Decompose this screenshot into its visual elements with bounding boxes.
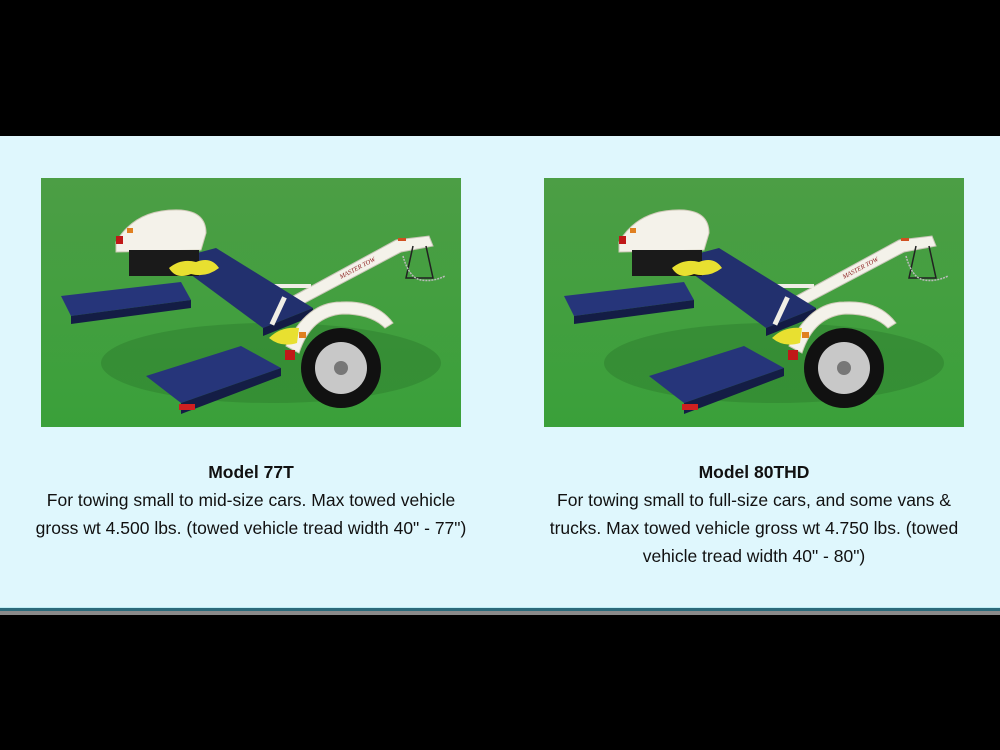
- product-title: Model 80THD: [698, 462, 810, 482]
- product-card-77t: MASTER TOW Model 77T For towing small to…: [36, 178, 466, 538]
- divider-highlight: [0, 607, 1000, 608]
- product-caption: Model 80THD For towing small to full-siz…: [529, 458, 979, 570]
- divider-teal: [0, 608, 1000, 611]
- tow-dolly-photo: MASTER TOW: [41, 178, 461, 427]
- product-description: For towing small to mid-size cars. Max t…: [35, 490, 467, 538]
- tow-dolly-photo: MASTER TOW: [544, 178, 964, 427]
- product-card-80thd: MASTER TOW Model 80THD For towing small …: [544, 178, 964, 566]
- divider-gray: [0, 611, 1000, 615]
- product-title: Model 77T: [208, 462, 294, 482]
- product-caption: Model 77T For towing small to mid-size c…: [26, 458, 476, 542]
- product-description: For towing small to full-size cars, and …: [549, 490, 959, 566]
